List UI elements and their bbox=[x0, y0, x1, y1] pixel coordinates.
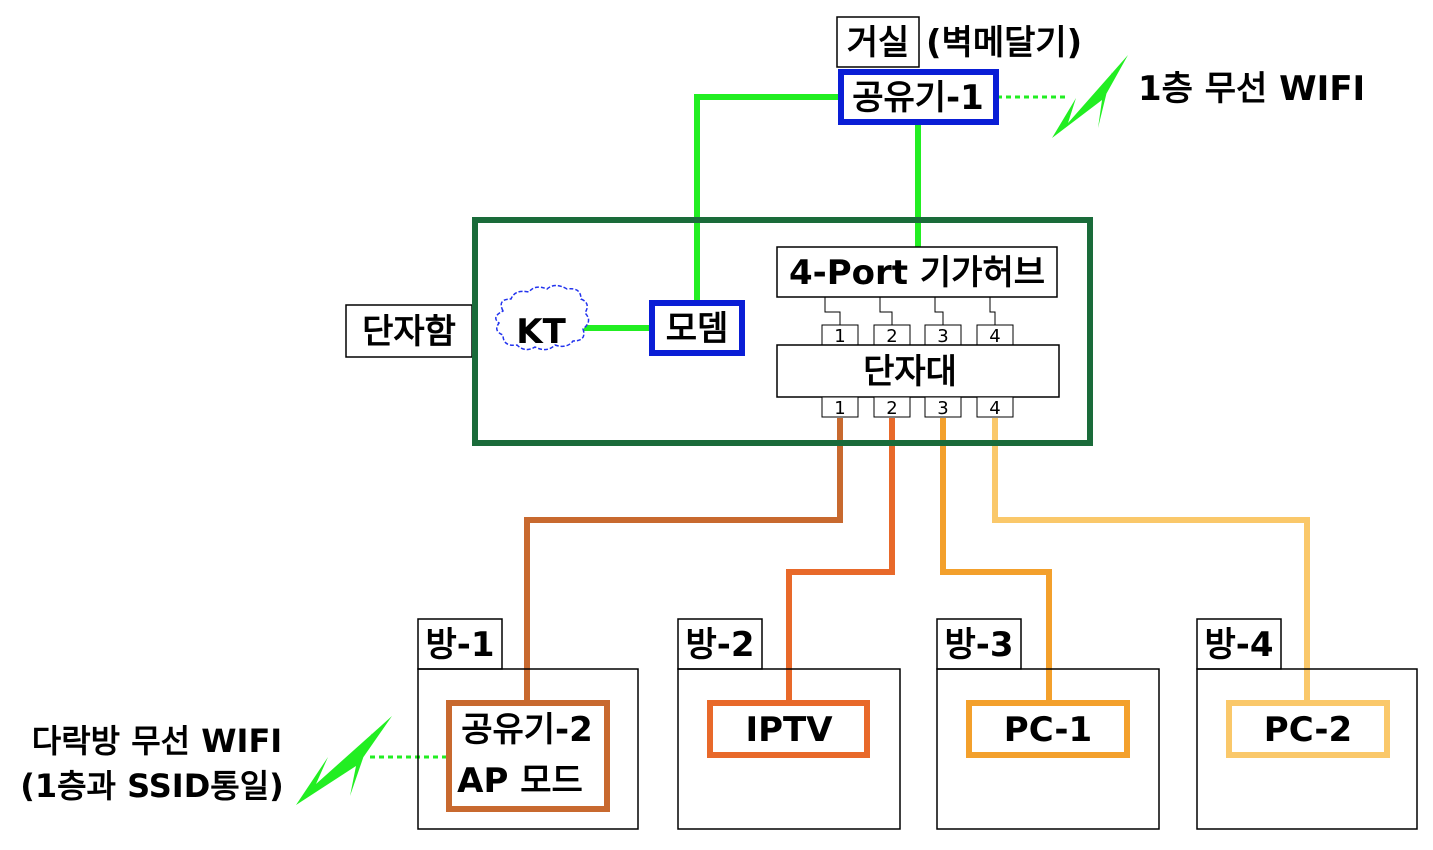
hub-label: 4-Port 기가허브 bbox=[789, 253, 1045, 293]
cable-modem-router1 bbox=[694, 94, 841, 305]
lightning-bolt-icon bbox=[1052, 55, 1128, 138]
panel-port-4: 4 bbox=[989, 398, 1000, 419]
room2-tab bbox=[677, 618, 763, 670]
pc1-label: PC-1 bbox=[1004, 710, 1092, 750]
attic-wifi-line2: (1층과 SSID통일) bbox=[20, 767, 284, 805]
cabinet-label: 단자함 bbox=[362, 312, 456, 352]
cabinet-enclosure bbox=[472, 217, 1093, 446]
room4-label: 방-4 bbox=[1204, 625, 1273, 665]
hub-port-2: 2 bbox=[886, 326, 897, 347]
pc2-label: PC-2 bbox=[1264, 710, 1352, 750]
modem-box[interactable] bbox=[649, 300, 745, 356]
router2-box[interactable] bbox=[446, 700, 610, 812]
hub-panel-links bbox=[824, 297, 996, 325]
iptv-box[interactable] bbox=[707, 700, 870, 758]
cable-port4-room4 bbox=[992, 418, 1310, 703]
living-room-label: 거실 bbox=[847, 23, 910, 63]
hub-box[interactable] bbox=[776, 246, 1058, 298]
patch-panel-box[interactable] bbox=[776, 344, 1060, 398]
hub-port-1: 1 bbox=[834, 326, 845, 347]
router1-box[interactable] bbox=[838, 69, 999, 125]
room3-tab bbox=[936, 618, 1022, 670]
lightning-bolt-icon bbox=[296, 716, 392, 805]
router2-mode: AP 모드 bbox=[457, 761, 583, 801]
panel-port-2: 2 bbox=[886, 398, 897, 419]
panel-ports: 1 2 3 4 bbox=[821, 396, 1014, 419]
hub-port-4: 4 bbox=[989, 326, 1000, 347]
room3-label: 방-3 bbox=[944, 625, 1013, 665]
pc1-box[interactable] bbox=[966, 700, 1130, 758]
cable-port3-room3 bbox=[940, 418, 1052, 703]
room1-label: 방-1 bbox=[425, 625, 494, 665]
room1-tab bbox=[417, 618, 503, 670]
kt-label: KT bbox=[516, 312, 566, 352]
cabinet-label-box bbox=[345, 304, 473, 358]
cable-port2-room2 bbox=[786, 418, 895, 703]
patch-panel-label: 단자대 bbox=[863, 352, 957, 392]
mount-note: (벽메달기) bbox=[926, 23, 1082, 63]
room2-label: 방-2 bbox=[685, 625, 754, 665]
living-room-tab bbox=[836, 16, 920, 68]
hub-port-3: 3 bbox=[937, 326, 948, 347]
attic-wifi-line1: 다락방 무선 WIFI bbox=[32, 722, 282, 760]
iptv-label: IPTV bbox=[745, 710, 833, 750]
room2-frame bbox=[677, 668, 901, 830]
cable-port1-room1 bbox=[524, 418, 843, 703]
router2-label: 공유기-2 bbox=[461, 710, 593, 750]
room1-frame bbox=[417, 668, 639, 830]
modem-label: 모뎀 bbox=[666, 309, 729, 349]
hub-ports: 1 2 3 4 bbox=[821, 324, 1014, 347]
panel-port-3: 3 bbox=[937, 398, 948, 419]
room4-frame bbox=[1196, 668, 1418, 830]
wifi-1f-label: 1층 무선 WIFI bbox=[1138, 69, 1365, 109]
pc2-box[interactable] bbox=[1226, 700, 1390, 758]
room3-frame bbox=[936, 668, 1160, 830]
panel-port-1: 1 bbox=[834, 398, 845, 419]
router1-label: 공유기-1 bbox=[852, 78, 984, 118]
cloud-icon bbox=[495, 284, 590, 351]
